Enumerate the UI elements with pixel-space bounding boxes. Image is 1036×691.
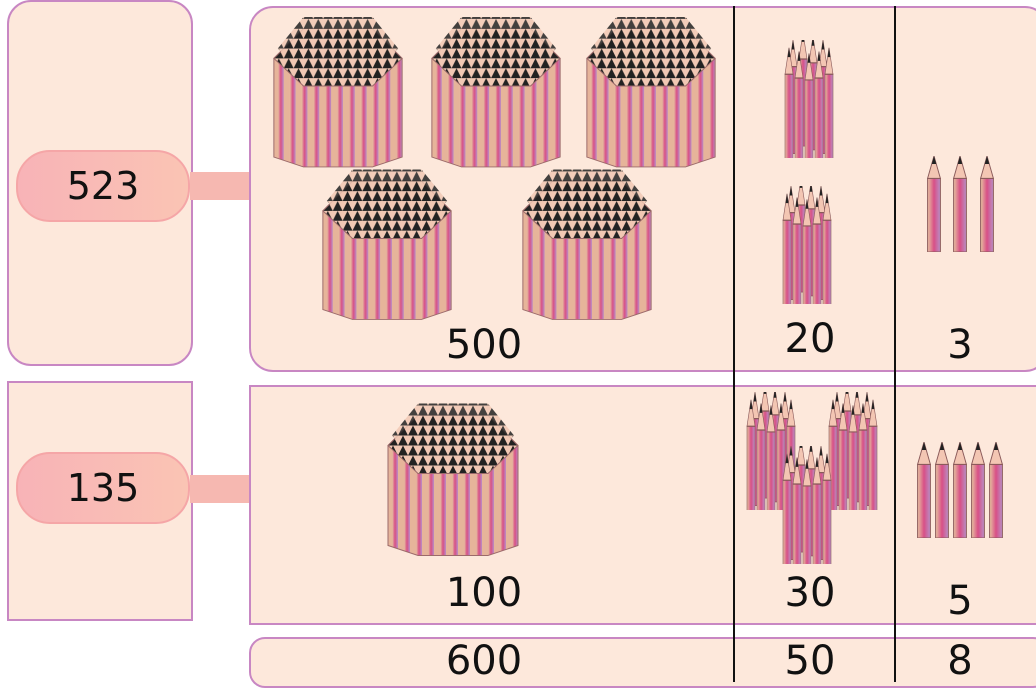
tens-label-bottom: 30	[784, 570, 836, 616]
tens-label-top: 20	[784, 316, 836, 362]
ones-label-bottom: 5	[947, 578, 973, 624]
ten-bundle	[783, 438, 831, 573]
hundreds-label-bottom: 100	[445, 570, 523, 616]
hundred-bundle	[586, 16, 716, 168]
hundred-bundle	[431, 16, 561, 168]
hundred-bundle	[322, 168, 452, 320]
total-tens: 50	[784, 638, 836, 684]
number-pill-135: 135	[16, 452, 190, 524]
single-pencil	[988, 442, 1004, 538]
place-value-panel-bottom	[249, 385, 1036, 625]
totals-panel	[249, 637, 1036, 688]
connector-bottom	[190, 475, 252, 503]
ones-label-top: 3	[947, 322, 973, 368]
ten-bundle	[829, 384, 877, 519]
single-pencil	[979, 156, 995, 252]
number-pill-523: 523	[16, 150, 190, 222]
ten-bundle	[783, 178, 831, 313]
single-pencil	[952, 442, 968, 538]
divider-tens-ones	[894, 6, 896, 682]
hundred-bundle	[387, 402, 519, 557]
single-pencil	[916, 442, 932, 538]
connector-top	[190, 172, 252, 200]
single-pencil	[926, 156, 942, 252]
divider-hundreds-tens	[733, 6, 735, 682]
hundreds-label-top: 500	[445, 322, 523, 368]
total-hundreds: 600	[445, 638, 523, 684]
hundred-bundle	[273, 16, 403, 168]
single-pencil	[934, 442, 950, 538]
hundred-bundle	[522, 168, 652, 320]
single-pencil	[952, 156, 968, 252]
single-pencil	[970, 442, 986, 538]
total-ones: 8	[947, 638, 973, 684]
ten-bundle	[785, 32, 833, 167]
